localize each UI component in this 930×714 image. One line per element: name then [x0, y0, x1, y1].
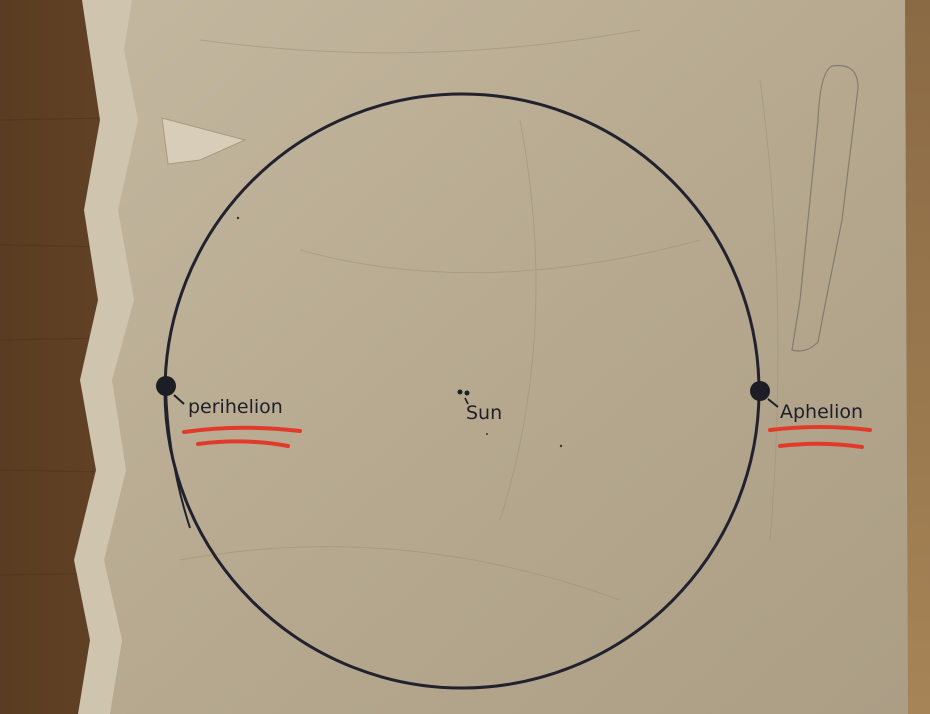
aphelion-underline-2: [778, 441, 864, 449]
paper-specks: [236, 216, 563, 448]
paper-sheet: [104, 0, 908, 714]
perihelion-underline-2: [196, 439, 290, 448]
sun-label: Sun: [466, 402, 502, 424]
pencil-sketch: [791, 64, 859, 352]
aphelion-label: Aphelion: [780, 401, 863, 423]
orbit-double-stroke: [165, 387, 191, 529]
aphelion-point: [750, 381, 770, 401]
sun-marker: [457, 389, 470, 405]
perihelion-label: perihelion: [188, 396, 283, 418]
perihelion-point: [156, 376, 176, 396]
perihelion-leader: [173, 394, 185, 405]
paper-creases: [179, 29, 779, 601]
table-right-edge: [905, 0, 930, 714]
torn-flap: [161, 117, 247, 165]
aphelion-leader: [767, 398, 779, 408]
aphelion-underline-1: [768, 425, 872, 432]
perihelion-underline-1: [182, 425, 302, 434]
